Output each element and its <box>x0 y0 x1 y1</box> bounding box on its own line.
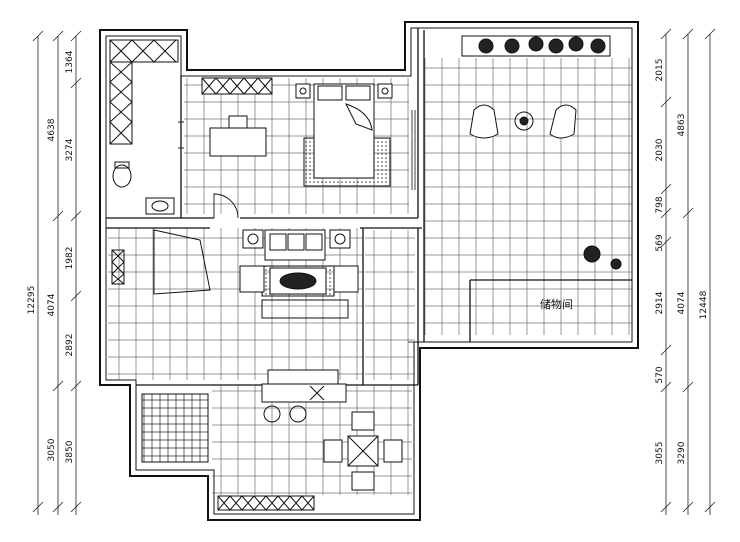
dim-right-inner-2: 2030 <box>655 138 665 161</box>
dim-left-outer-total: 12295 <box>27 286 37 315</box>
dim-right-middle-2: 4074 <box>677 291 687 314</box>
dim-right-outer-total: 12448 <box>699 290 709 319</box>
dim-right-inner-6: 570 <box>655 366 665 383</box>
dim-left-inner-3: 1982 <box>65 247 75 270</box>
dining-table <box>323 411 403 491</box>
dim-right-inner-4: 569 <box>655 234 665 251</box>
plant-icon <box>583 245 622 270</box>
bed-icon <box>295 83 393 187</box>
balcony-tiles <box>141 393 209 463</box>
toilet-icon <box>112 161 132 188</box>
wardrobe <box>201 77 273 95</box>
interior-walls <box>106 28 632 386</box>
dim-right-inner-5: 2914 <box>655 291 665 314</box>
dim-left-inner-1: 1364 <box>65 50 75 73</box>
windows <box>408 110 420 343</box>
dim-right-inner-3: 798 <box>655 196 665 213</box>
dim-right-middle-1: 4863 <box>677 114 687 137</box>
lounge-chairs <box>469 104 577 139</box>
dim-left-inner-5: 3850 <box>65 440 75 463</box>
study-desk <box>209 115 267 157</box>
bottom-planter <box>217 495 315 511</box>
floor-tiles <box>108 58 632 495</box>
terrace-planter <box>461 35 611 57</box>
dim-right-middle-3: 3290 <box>677 441 687 464</box>
storage-room-label: 储物间 <box>540 297 573 311</box>
kitchen-counter <box>109 39 179 145</box>
dim-right-inner-7: 3055 <box>655 442 665 465</box>
dim-right-inner-1: 2015 <box>655 59 665 82</box>
dim-left-middle-1: 4638 <box>47 118 57 141</box>
entry-cabinet <box>261 369 347 423</box>
dim-left-middle-3: 3050 <box>47 438 57 461</box>
dim-left-middle-2: 4074 <box>47 293 57 316</box>
dim-left-inner-2: 3274 <box>65 138 75 161</box>
dimension-lines-left <box>32 30 82 515</box>
dimension-lines-right <box>660 28 716 515</box>
dining-counter <box>111 229 211 295</box>
doors <box>178 121 239 219</box>
dim-left-inner-4: 2892 <box>65 334 75 357</box>
basin-icon <box>145 197 175 215</box>
sofa-group <box>239 229 359 319</box>
